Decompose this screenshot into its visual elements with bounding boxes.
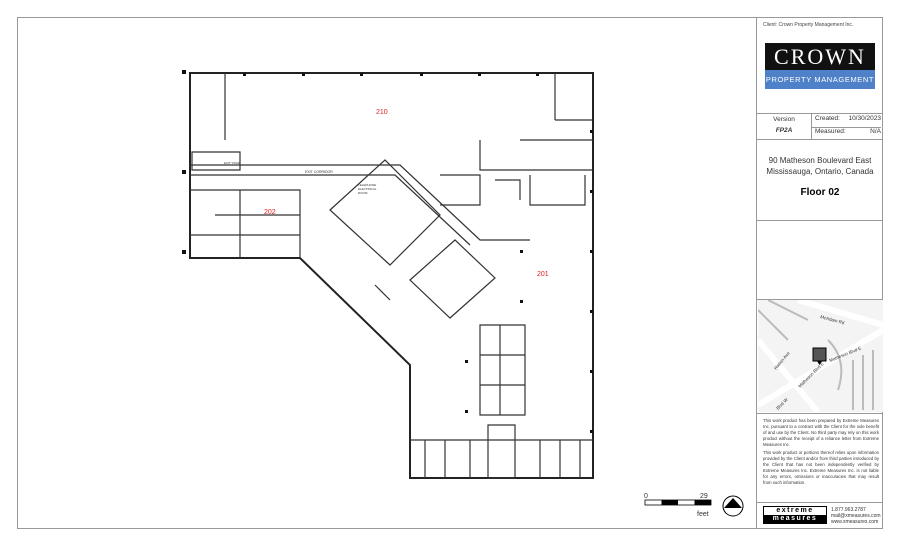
crown-logo: CROWN PROPERTY MANAGEMENT bbox=[765, 43, 875, 91]
scale-max: 29 bbox=[700, 493, 708, 500]
contact-info: 1.877.963.2787 mail@xmeasures.com www.xm… bbox=[831, 507, 881, 525]
suite-202: 202 bbox=[264, 209, 276, 216]
exit-corridor bbox=[190, 164, 530, 246]
suite-210: 210 bbox=[376, 109, 388, 116]
road-label: Blvd W bbox=[775, 397, 789, 411]
label-electrical: ELECTRICAL bbox=[358, 187, 377, 191]
label-room: ROOM bbox=[358, 191, 368, 195]
building-outline bbox=[189, 72, 594, 479]
scale-unit: feet bbox=[697, 511, 709, 518]
label-exit-stair: EXIT STAIR bbox=[224, 161, 241, 165]
measured-value: N/A bbox=[870, 128, 881, 135]
version-value: FP2A bbox=[775, 127, 793, 134]
location-map: McAdam Rd Matheson Blvd E Matheson Blvd … bbox=[758, 300, 883, 412]
scale-min: 0 bbox=[644, 493, 648, 500]
north-arrow-icon bbox=[722, 495, 744, 517]
version-info: Version FP2A Created:10/30/2023 Measured… bbox=[757, 113, 883, 140]
client-name: Client: Crown Property Management Inc. bbox=[763, 22, 854, 28]
extreme-measures-logo: extreme measures bbox=[763, 506, 827, 524]
label-telephone: TELEPHONE bbox=[358, 183, 376, 187]
core-lift-stair bbox=[329, 159, 441, 266]
floor-title: Floor 02 bbox=[800, 187, 840, 198]
road-label: Matheson Blvd E bbox=[797, 361, 825, 389]
created-date: 10/30/2023 bbox=[848, 115, 881, 122]
road-label: McAdam Rd bbox=[820, 314, 846, 325]
drawing-frame bbox=[17, 17, 883, 529]
address: 90 Matheson Boulevard East Mississauga, … bbox=[766, 156, 874, 176]
title-block: Client: Crown Property Management Inc. C… bbox=[756, 17, 883, 529]
disclaimer-1: This work product has been prepared by E… bbox=[763, 418, 879, 447]
disclaimer-2: This work product or portions thereof re… bbox=[763, 450, 879, 485]
core-2 bbox=[409, 239, 496, 319]
suite-201: 201 bbox=[537, 271, 549, 278]
label-exit-corridor: EXIT CORRIDOR bbox=[305, 170, 333, 174]
floor-plan: 210 202 201 EXIT CORRIDOR TELEPHONE ELEC… bbox=[182, 70, 594, 479]
scale-bar: 0 29 feet bbox=[644, 492, 754, 527]
